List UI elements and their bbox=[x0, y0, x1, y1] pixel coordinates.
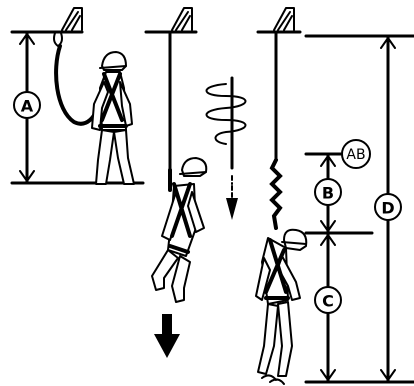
label-b-circle bbox=[314, 178, 342, 206]
label-c-circle bbox=[314, 286, 342, 314]
label-a: A bbox=[21, 97, 34, 116]
label-d: D bbox=[381, 199, 394, 218]
anchor-point-2 bbox=[144, 7, 198, 34]
label-c: C bbox=[322, 292, 334, 311]
anchor-point-3 bbox=[256, 7, 302, 34]
label-ab: AB bbox=[346, 147, 365, 163]
label-d-circle bbox=[374, 193, 402, 221]
label-b: B bbox=[322, 184, 334, 203]
worker-falling bbox=[151, 157, 208, 303]
worker-suspended bbox=[255, 228, 308, 385]
measure-a bbox=[10, 30, 145, 185]
worker-standing bbox=[91, 51, 135, 185]
fall-direction-arrow-large bbox=[154, 314, 180, 358]
fall-direction-arrow-small bbox=[226, 175, 238, 220]
label-a-circle bbox=[13, 91, 41, 119]
spring-coil-icon bbox=[205, 76, 247, 170]
label-ab-circle bbox=[341, 139, 371, 169]
shock-absorber-deployed bbox=[269, 158, 283, 230]
anchor-point-1 bbox=[10, 7, 84, 34]
anchor-d-ring-1 bbox=[53, 32, 63, 47]
